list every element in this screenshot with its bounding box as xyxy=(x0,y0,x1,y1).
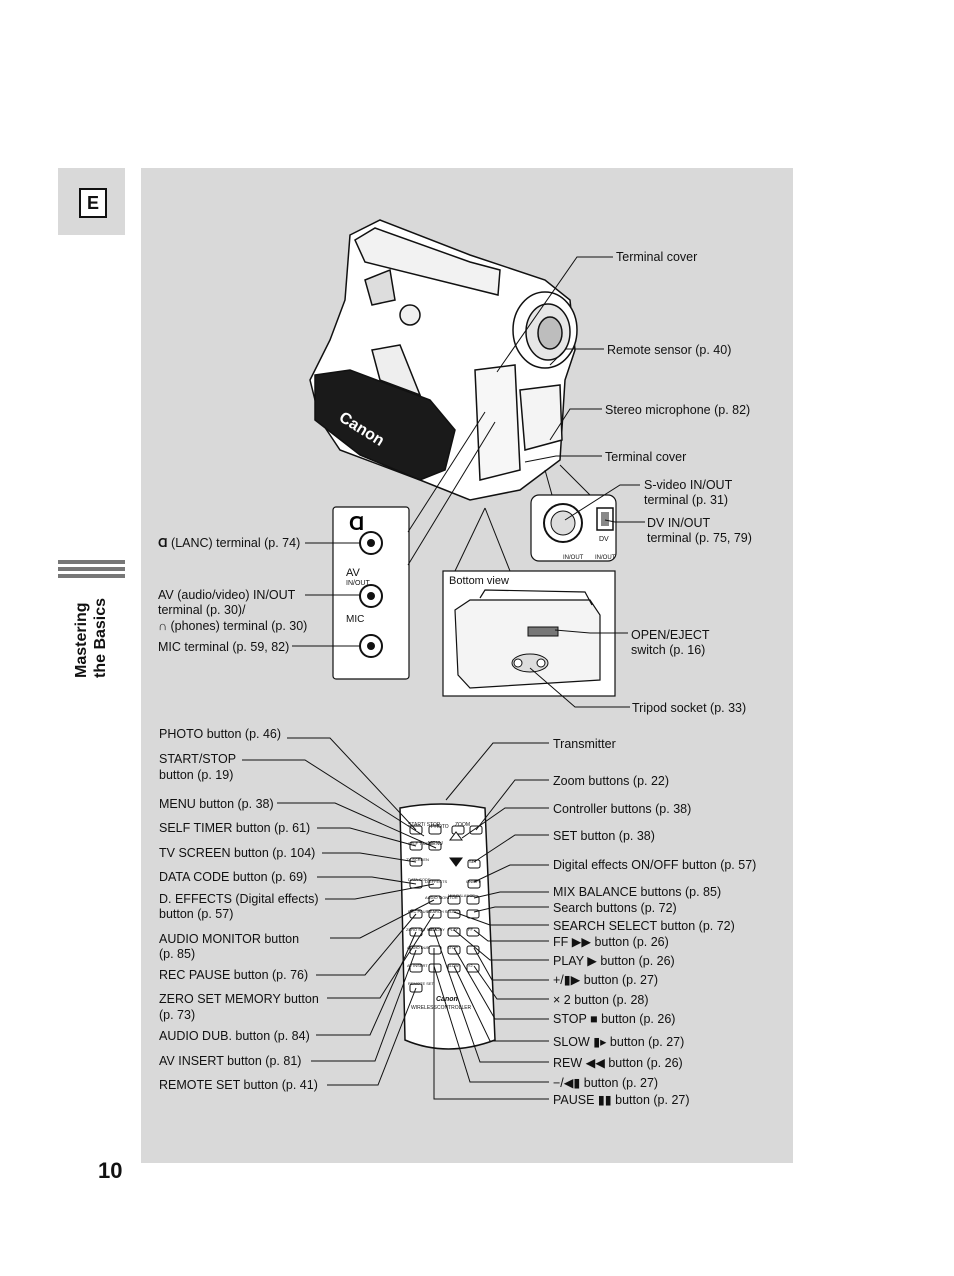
rl-label: PHOTO button (p. 46) xyxy=(159,727,282,741)
rl-label: (p. 85) xyxy=(159,947,196,961)
rc-audio-dub: AUDIO DUB. xyxy=(407,945,431,950)
page-number: 10 xyxy=(98,1158,123,1183)
rc-zero-set: ZERO SET MEMORY xyxy=(406,927,445,932)
label-terminal-cover-bottom: Terminal cover xyxy=(605,450,687,464)
rr-label: Transmitter xyxy=(553,737,616,751)
rr-label: SLOW ▮▸ button (p. 27) xyxy=(553,1035,685,1049)
rl-label: button (p. 19) xyxy=(159,768,234,782)
rl-label: AUDIO DUB. button (p. 84) xyxy=(159,1029,310,1043)
label-svideo-2: terminal (p. 31) xyxy=(644,493,729,507)
rc-av-insert: AV INSERT xyxy=(407,963,428,968)
divider-bar xyxy=(58,574,125,578)
rc-d-effects: D.EFFECTS xyxy=(425,879,448,884)
rc-brand: Canon xyxy=(436,996,458,1003)
label-dv-2: terminal (p. 75, 79) xyxy=(647,531,752,545)
rr-label: SEARCH SELECT button (p. 72) xyxy=(553,919,735,933)
rc-play: PLAY xyxy=(448,927,458,932)
rr-label: SET button (p. 38) xyxy=(553,829,655,843)
label-stereo-mic: Stereo microphone (p. 82) xyxy=(605,403,751,417)
tab-letter: E xyxy=(79,188,107,218)
rr-label: Search buttons (p. 72) xyxy=(553,901,677,915)
label-open-eject-2: switch (p. 16) xyxy=(631,643,706,657)
rl-label: SELF TIMER button (p. 61) xyxy=(159,821,311,835)
rc-mix-balance: MIX BALANCE xyxy=(448,893,475,898)
rl-label: button (p. 57) xyxy=(159,907,234,921)
rl-label: (p. 73) xyxy=(159,1008,196,1022)
rc-tv-screen: TV SCREEN xyxy=(406,857,429,862)
rr-label: Digital effects ON/OFF button (p. 57) xyxy=(553,858,757,872)
rc-remote-set: REMOTE SET xyxy=(408,981,435,986)
rr-label: STOP ■ button (p. 26) xyxy=(553,1012,676,1026)
rl-label: MENU button (p. 38) xyxy=(159,797,274,811)
rl-label: DATA CODE button (p. 69) xyxy=(159,870,308,884)
rl-label: ZERO SET MEMORY button xyxy=(159,992,319,1006)
label-av-3: ∩ (phones) terminal (p. 30) xyxy=(158,619,308,633)
label-tripod: Tripod socket (p. 33) xyxy=(632,701,747,715)
rc-ff: FF xyxy=(468,927,473,932)
rr-label: Zoom buttons (p. 22) xyxy=(553,774,670,788)
rc-photo: PHOTO xyxy=(431,824,449,830)
rr-label: FF ▶▶ button (p. 26) xyxy=(553,935,669,949)
divider-bar xyxy=(58,567,125,571)
rc-search-select: SEARCH SELECT xyxy=(427,909,461,914)
rc-set: SET xyxy=(469,859,477,864)
dv-small-label: DV xyxy=(599,536,609,543)
rr-label: REW ◀◀ button (p. 26) xyxy=(553,1056,683,1070)
rc-zoom: ZOOM xyxy=(455,822,470,828)
rc-slow: SLOW xyxy=(447,963,459,968)
label-lanc: Ɑ (LANC) terminal (p. 74) xyxy=(158,536,301,550)
label-av-2: terminal (p. 30)/ xyxy=(158,603,246,617)
rc-rew: REW xyxy=(428,927,438,932)
bottom-view-camera xyxy=(454,599,601,689)
rr-label: +/▮▶ button (p. 27) xyxy=(553,973,659,987)
lanc-icon: Ɑ xyxy=(349,513,364,535)
rc-controller: CONTROLLER xyxy=(437,1005,472,1011)
label-svideo-1: S-video IN/OUT xyxy=(644,478,733,492)
divider-bar xyxy=(58,560,125,564)
rc-audio-monitor: AUDIO MONITOR xyxy=(425,895,458,900)
section-tab: E xyxy=(58,168,125,235)
dv-inout-small: IN/OUT xyxy=(595,555,616,561)
rc-x2: ×2 xyxy=(468,963,473,968)
camcorder-illustration xyxy=(309,219,578,501)
rl-label: REC PAUSE button (p. 76) xyxy=(159,968,309,982)
headphones-icon: ∩ xyxy=(158,619,167,633)
rl-label: AV INSERT button (p. 81) xyxy=(159,1054,302,1068)
rc-wireless: WIRELESS xyxy=(411,1005,437,1011)
rc-rec-pause: REC PAUSE xyxy=(408,909,431,914)
rc-stop: STOP xyxy=(447,945,458,950)
rc-data-code: DATA CODE xyxy=(408,877,431,882)
jack-av-label: AV xyxy=(346,567,360,579)
rr-label: MIX BALANCE buttons (p. 85) xyxy=(553,885,722,899)
rr-label: PAUSE ▮▮ button (p. 27) xyxy=(553,1093,690,1107)
label-bottom-view: Bottom view xyxy=(449,575,509,587)
open-eject-switch xyxy=(527,626,559,637)
rc-start-stop: START/ STOP xyxy=(408,822,441,828)
label-mic: MIC terminal (p. 59, 82) xyxy=(158,640,290,654)
label-terminal-cover-top: Terminal cover xyxy=(616,250,698,264)
rl-label: START/STOP xyxy=(159,752,237,766)
rr-label: −/◀▮ button (p. 27) xyxy=(553,1076,659,1090)
rc-menu: MENU xyxy=(428,841,443,847)
leader-lines xyxy=(242,256,645,1100)
lanc-small-icon: Ɑ xyxy=(158,536,168,550)
label-dv-1: DV IN/OUT xyxy=(647,516,711,530)
jack-mic-label: MIC xyxy=(346,614,365,625)
tripod-socket xyxy=(511,653,549,673)
label-remote-sensor: Remote sensor (p. 40) xyxy=(607,343,732,357)
rc-on-off: ON/OFF xyxy=(466,879,482,884)
rr-label: × 2 button (p. 28) xyxy=(553,993,649,1007)
jack-inout-label: IN/OUT xyxy=(346,580,370,587)
rl-label: AUDIO MONITOR button xyxy=(159,932,300,946)
rl-label: TV SCREEN button (p. 104) xyxy=(159,846,316,860)
rr-label: Controller buttons (p. 38) xyxy=(553,802,692,816)
rc-self-timer: SELF TIMER xyxy=(408,841,432,846)
rl-label: D. EFFECTS (Digital effects) xyxy=(159,892,319,906)
rr-label: PLAY ▶ button (p. 26) xyxy=(553,954,675,968)
label-open-eject-1: OPEN/EJECT xyxy=(631,628,710,642)
svideo-inout-small: IN/OUT xyxy=(563,555,584,561)
rl-label: REMOTE SET button (p. 41) xyxy=(159,1078,318,1092)
label-av-1: AV (audio/video) IN/OUT xyxy=(158,588,296,602)
